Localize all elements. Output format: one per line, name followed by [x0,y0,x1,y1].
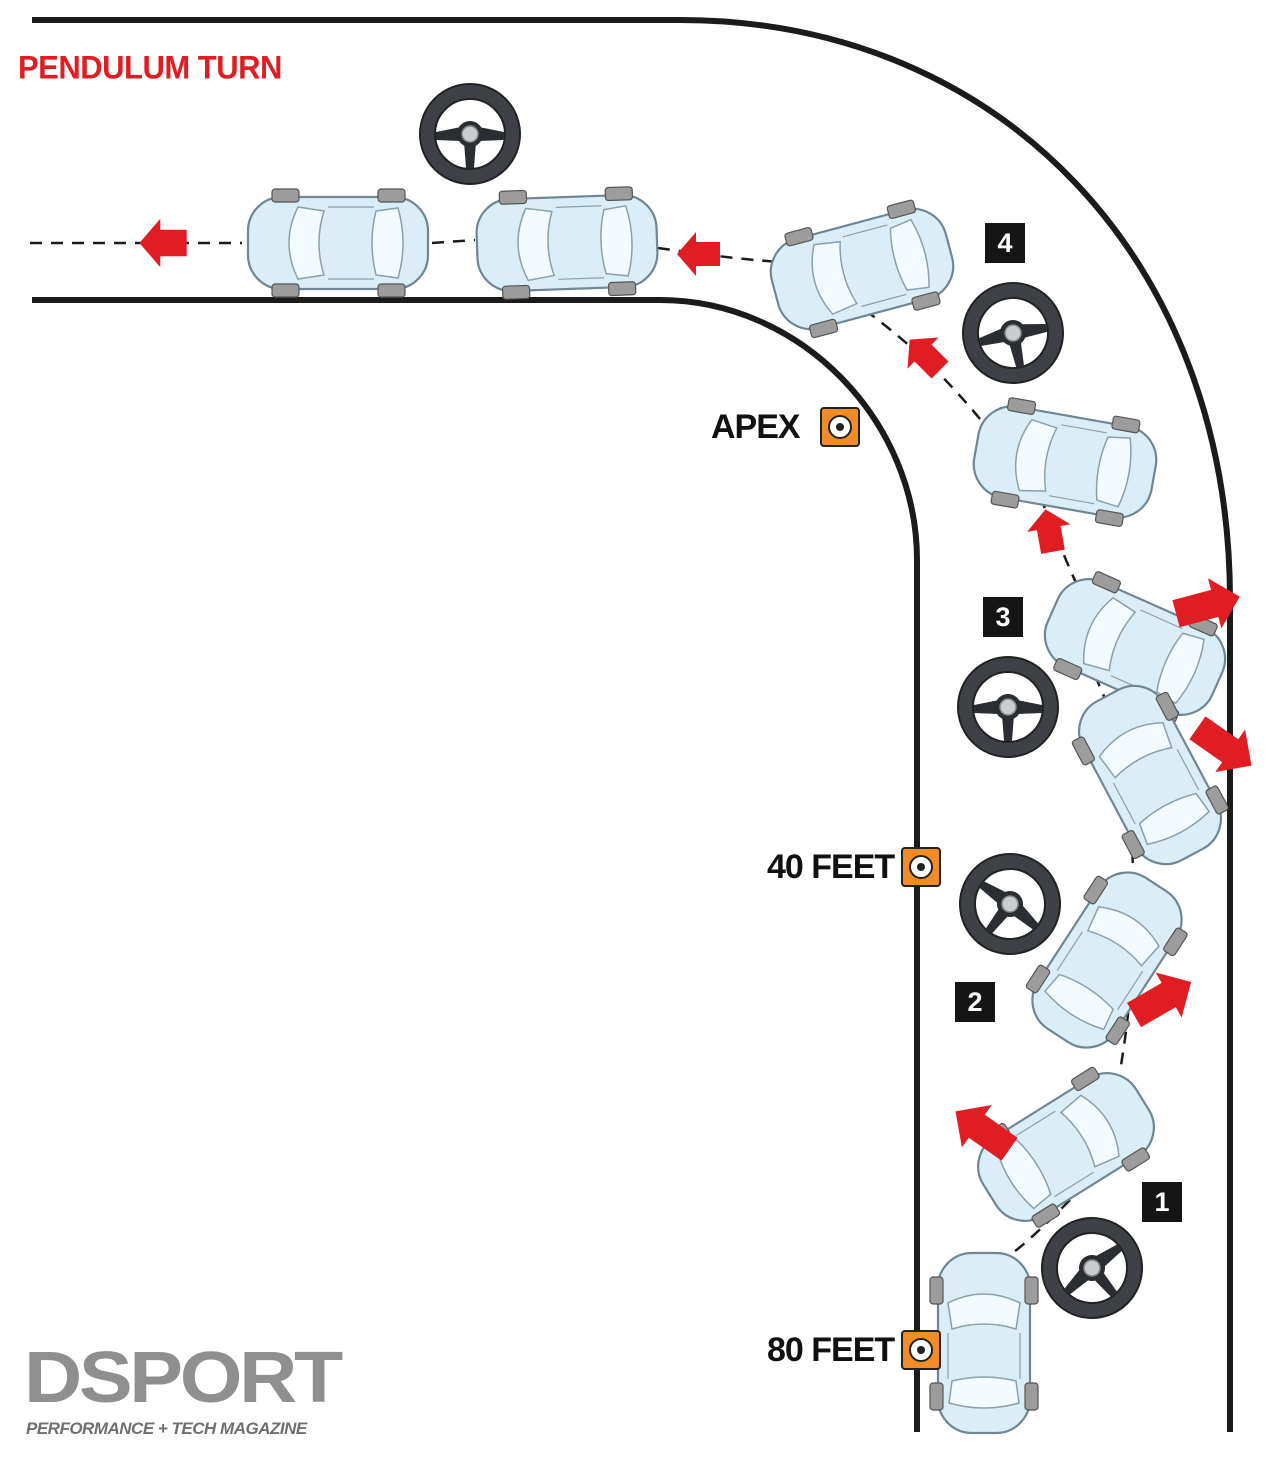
direction-arrow-icon [894,324,956,386]
logo-tagline: PERFORMANCE + TECH MAGAZINE [26,1419,307,1438]
step-1-badge: 1 [1142,1182,1182,1222]
exit-direction-arrow-icon [139,218,187,268]
direction-arrow-icon [677,232,720,276]
apex-label: APEX [711,408,801,446]
car-exit [246,187,430,299]
dsport-logo: DSPORT [24,1338,343,1418]
steering-wheel-4-icon [952,272,1074,394]
direction-arrow-icon [1023,505,1075,556]
car-pos-4 [965,392,1165,532]
car-pos-5 [759,192,965,346]
40ft-cone-icon [901,847,941,887]
outer-road-edge [32,17,1233,1432]
car-pos-6 [474,184,660,302]
80ft-cone-icon [901,1330,941,1370]
apex-cone-icon [820,407,860,447]
car-pos-3b [1058,669,1242,881]
80ft-label: 80 FEET [767,1331,895,1369]
step-3-badge: 3 [983,597,1023,637]
driving-line [30,238,1134,1256]
40ft-label: 40 FEET [767,848,895,886]
diagram-title: PENDULUM TURN [18,49,282,86]
inner-road-edge [32,297,920,1432]
step-4-badge: 4 [985,223,1025,263]
step-2-badge: 2 [955,982,995,1022]
steering-wheel-3-icon [957,656,1059,758]
car-entry [928,1251,1040,1435]
steering-wheel-exit-icon [419,83,521,185]
